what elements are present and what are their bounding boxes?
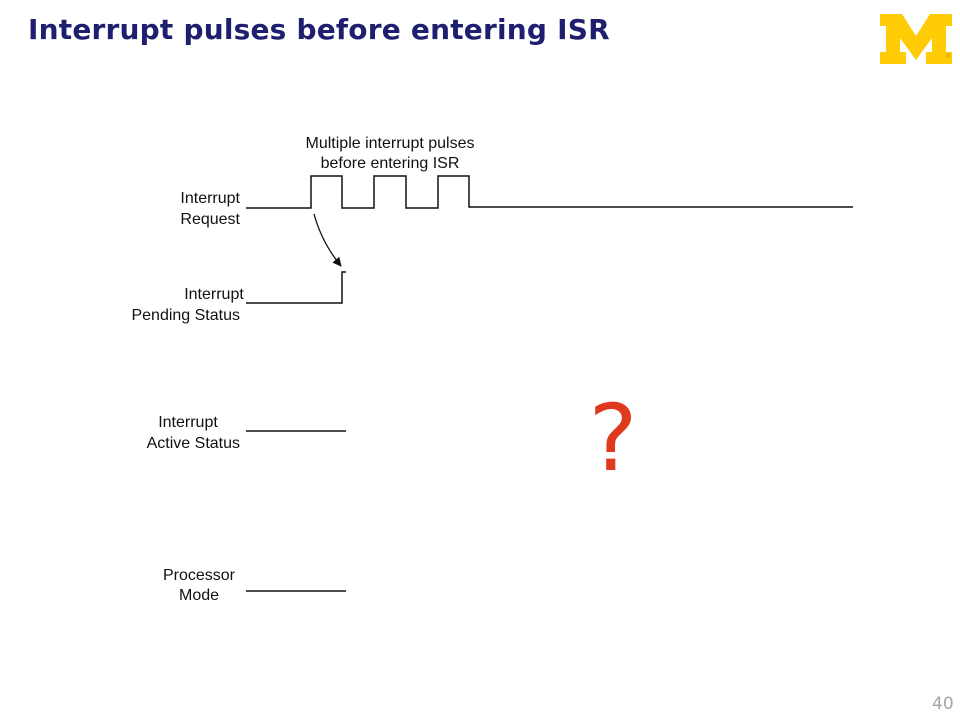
signal-label-interrupt-request-1: Interrupt <box>180 190 240 207</box>
signal-label-pending-status-1: Interrupt <box>184 286 244 303</box>
signal-label-processor-mode-2: Mode <box>179 587 219 604</box>
pending-status-waveform <box>246 271 346 304</box>
signal-label-processor-mode-1: Processor <box>163 567 236 584</box>
interrupt-request-waveform <box>246 175 853 209</box>
pulses-annotation-line-1: Multiple interrupt pulses <box>306 135 475 152</box>
university-m-logo <box>880 14 952 64</box>
signal-label-active-status-1: Interrupt <box>158 414 218 431</box>
signal-label-interrupt-request-2: Request <box>180 211 240 228</box>
slide-title: Interrupt pulses before entering ISR <box>28 13 610 46</box>
registered-mark: ® <box>946 54 951 60</box>
m-logo-shape <box>880 14 952 64</box>
request-to-pending-arrow <box>313 213 342 267</box>
page-number: 40 <box>932 694 954 714</box>
signal-label-active-status-2: Active Status <box>147 435 240 452</box>
pulses-annotation-line-2: before entering ISR <box>321 155 460 172</box>
signal-label-pending-status-2: Pending Status <box>131 307 240 324</box>
question-mark: ? <box>589 385 638 492</box>
